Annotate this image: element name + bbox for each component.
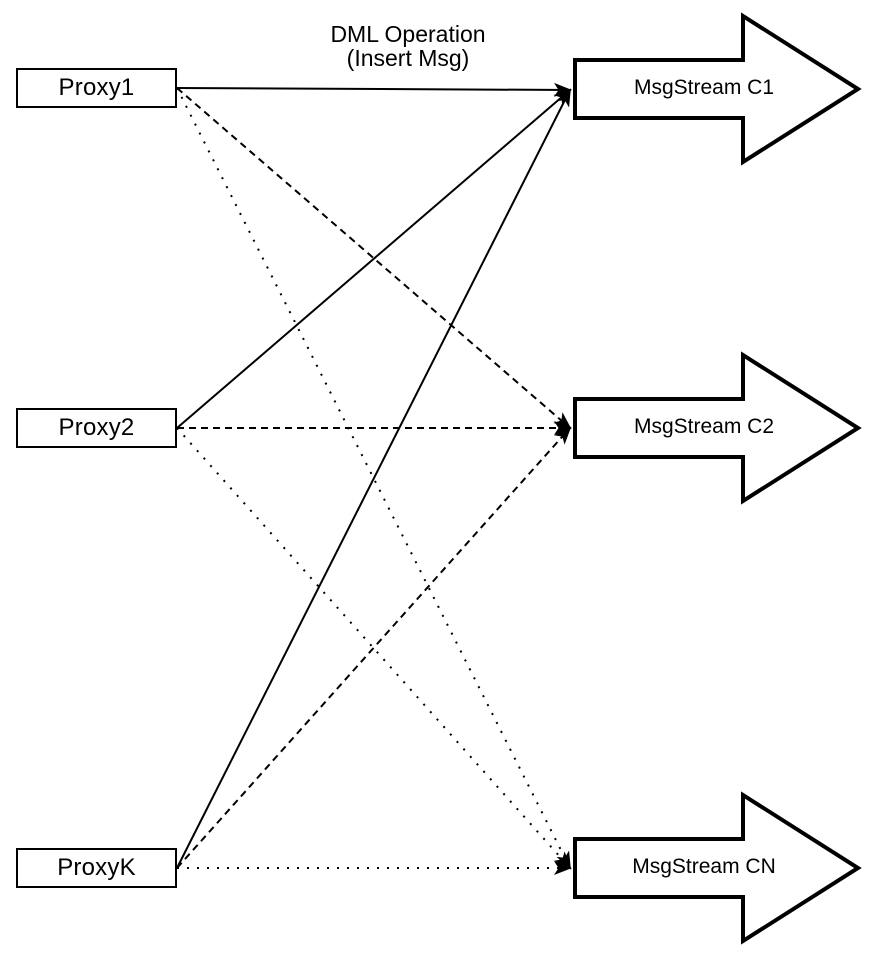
- edge-proxy2-c1: [176, 88, 572, 429]
- edges-layer: [176, 82, 572, 875]
- edge-proxy2-cn: [176, 427, 572, 870]
- msgstream-cn-label: MsgStream CN: [632, 855, 776, 878]
- proxy2-node: Proxy2: [16, 408, 177, 448]
- dml-operation-label: DML Operation (Insert Msg): [255, 22, 561, 70]
- msgstream-c2-label: MsgStream C2: [633, 415, 775, 438]
- msgstream-cn-arrow-shape: [573, 791, 862, 945]
- msgstream-c1-label: MsgStream C1: [633, 76, 775, 99]
- proxy1-node: Proxy1: [16, 68, 177, 108]
- edge-proxyk-c1: [176, 88, 571, 869]
- proxyk-label: ProxyK: [57, 854, 136, 881]
- msgstream-c2-arrow-shape: [573, 351, 862, 505]
- proxy2-label: Proxy2: [58, 414, 135, 441]
- dml-operation-label-line1: DML Operation: [330, 21, 486, 47]
- edge-proxy1-c2: [176, 87, 572, 430]
- dml-operation-label-line2: (Insert Msg): [346, 45, 470, 71]
- proxy1-label: Proxy1: [58, 74, 135, 101]
- edge-proxy1-c1: [176, 82, 572, 97]
- msgstream-c1-arrow-shape: [573, 12, 862, 166]
- edge-proxyk-c2: [176, 426, 572, 869]
- proxyk-node: ProxyK: [16, 848, 177, 888]
